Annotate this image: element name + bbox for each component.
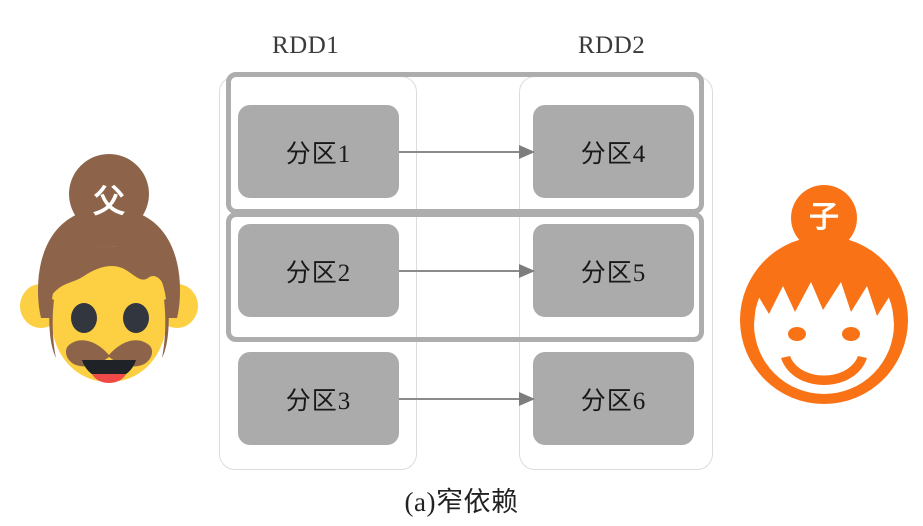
partition-box-3[interactable]: 分区3 [238,352,399,445]
figure-caption: (a)窄依赖 [404,487,519,517]
man-with-bun-emoji [20,154,198,383]
arrow-shaft [399,151,523,154]
partition-box-5[interactable]: 分区5 [533,224,694,317]
column-label-rdd1: RDD1 [272,32,340,59]
father-figure: 父 [14,150,204,390]
partition-box-2[interactable]: 分区2 [238,224,399,317]
child-face-emoji [740,185,908,404]
arrow-shaft [399,398,523,401]
dependency-arrow-1 [399,145,535,159]
arrow-head-icon [519,145,535,159]
partition-box-1[interactable]: 分区1 [238,105,399,198]
column-label-rdd2: RDD2 [578,32,646,59]
child-figure: 子 [731,182,917,412]
row-frame-2 [226,212,704,342]
arrow-head-icon [519,264,535,278]
dependency-arrow-3 [399,392,535,406]
partition-box-6[interactable]: 分区6 [533,352,694,445]
partition-box-4[interactable]: 分区4 [533,105,694,198]
arrow-shaft [399,270,523,273]
arrow-head-icon [519,392,535,406]
dependency-arrow-2 [399,264,535,278]
row-frame-1 [226,72,704,214]
